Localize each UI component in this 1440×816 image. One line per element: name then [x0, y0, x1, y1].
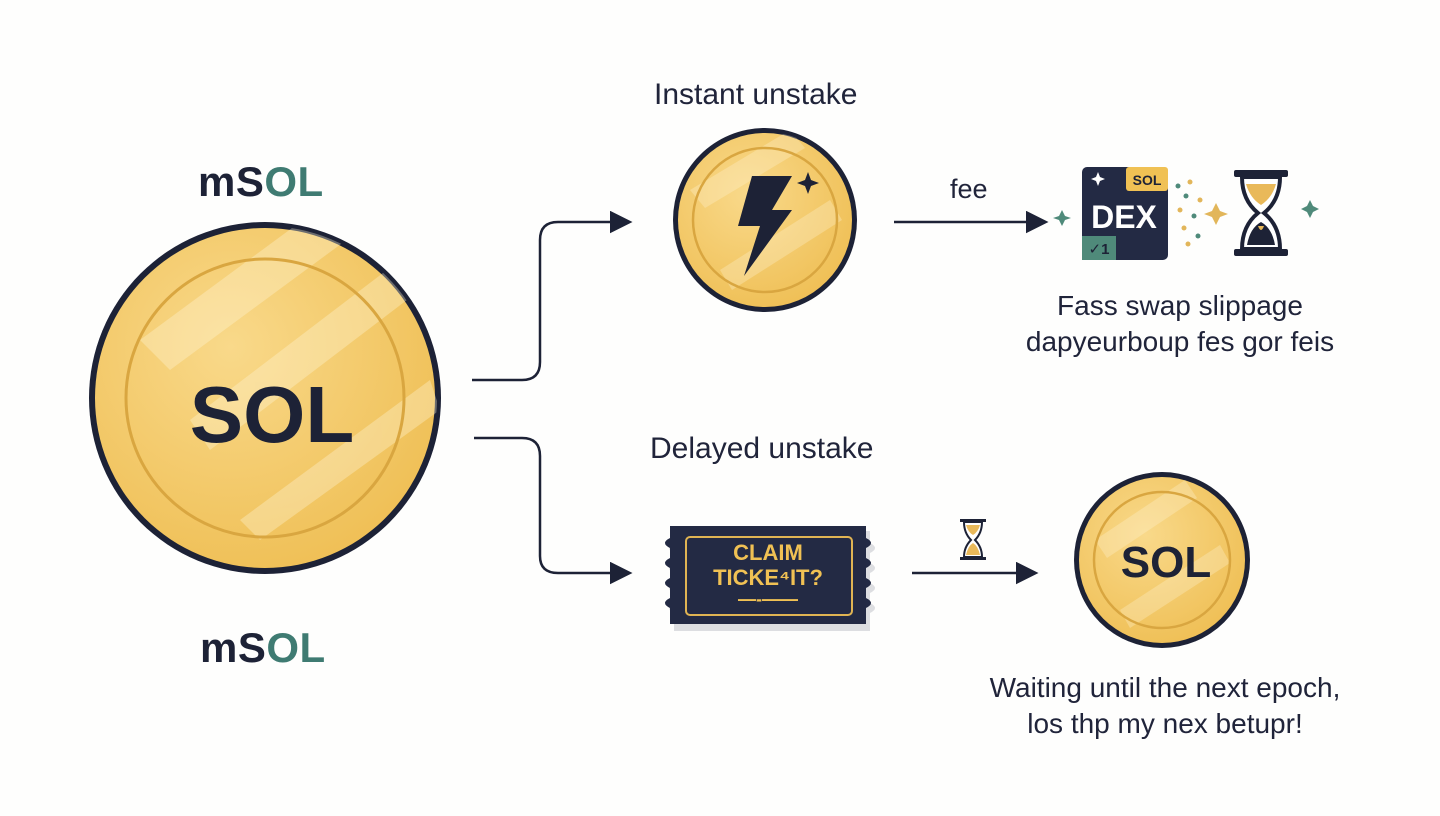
ticket-dashes: —-—— — [738, 589, 798, 609]
dex-badge-text: SOL — [1133, 172, 1162, 188]
ticket-line-2: TICKE⁴IT? — [713, 565, 823, 590]
delayed-caption-line-2: los thp my nex betupr! — [1027, 708, 1303, 739]
ticket-line-1: CLAIM — [733, 540, 803, 565]
sparkle-icon — [797, 172, 819, 194]
arrow-to-instant — [472, 210, 633, 382]
dex-card-icon: SOL DEX ✓1 — [1082, 167, 1168, 260]
dex-text: DEX — [1091, 199, 1157, 235]
delayed-unstake-heading: Delayed unstake — [650, 432, 874, 465]
delayed-sol-coin-icon: SOL — [1074, 472, 1250, 648]
hourglass-icon — [1234, 170, 1288, 256]
instant-coin-icon — [673, 128, 857, 312]
big-coin-text: SOL — [190, 370, 354, 459]
fee-label: fee — [950, 174, 988, 204]
msol-label-bottom: mSOL — [200, 624, 326, 671]
instant-caption: Fass swap slippage dapyeurboup fes gor f… — [985, 288, 1375, 360]
delayed-caption: Waiting until the next epoch, los thp my… — [940, 670, 1390, 742]
delayed-coin-text: SOL — [1121, 538, 1211, 587]
instant-unstake-heading: Instant unstake — [654, 78, 858, 111]
delayed-caption-line-1: Waiting until the next epoch, — [989, 672, 1341, 703]
instant-caption-line-2: dapyeurboup fes gor feis — [1025, 326, 1335, 357]
instant-caption-line-1: Fass swap slippage — [1057, 290, 1303, 321]
msol-label-top: mSOL — [198, 158, 324, 205]
big-sol-coin-icon: SOL — [89, 222, 441, 574]
confetti-dots — [1053, 179, 1319, 247]
small-hourglass-icon — [960, 519, 986, 560]
lightning-icon — [738, 176, 792, 276]
claim-ticket-icon: CLAIM TICKE⁴IT? —-—— — [665, 526, 875, 631]
arrow-to-delayed — [474, 436, 633, 585]
dex-check-text: ✓1 — [1089, 241, 1110, 258]
